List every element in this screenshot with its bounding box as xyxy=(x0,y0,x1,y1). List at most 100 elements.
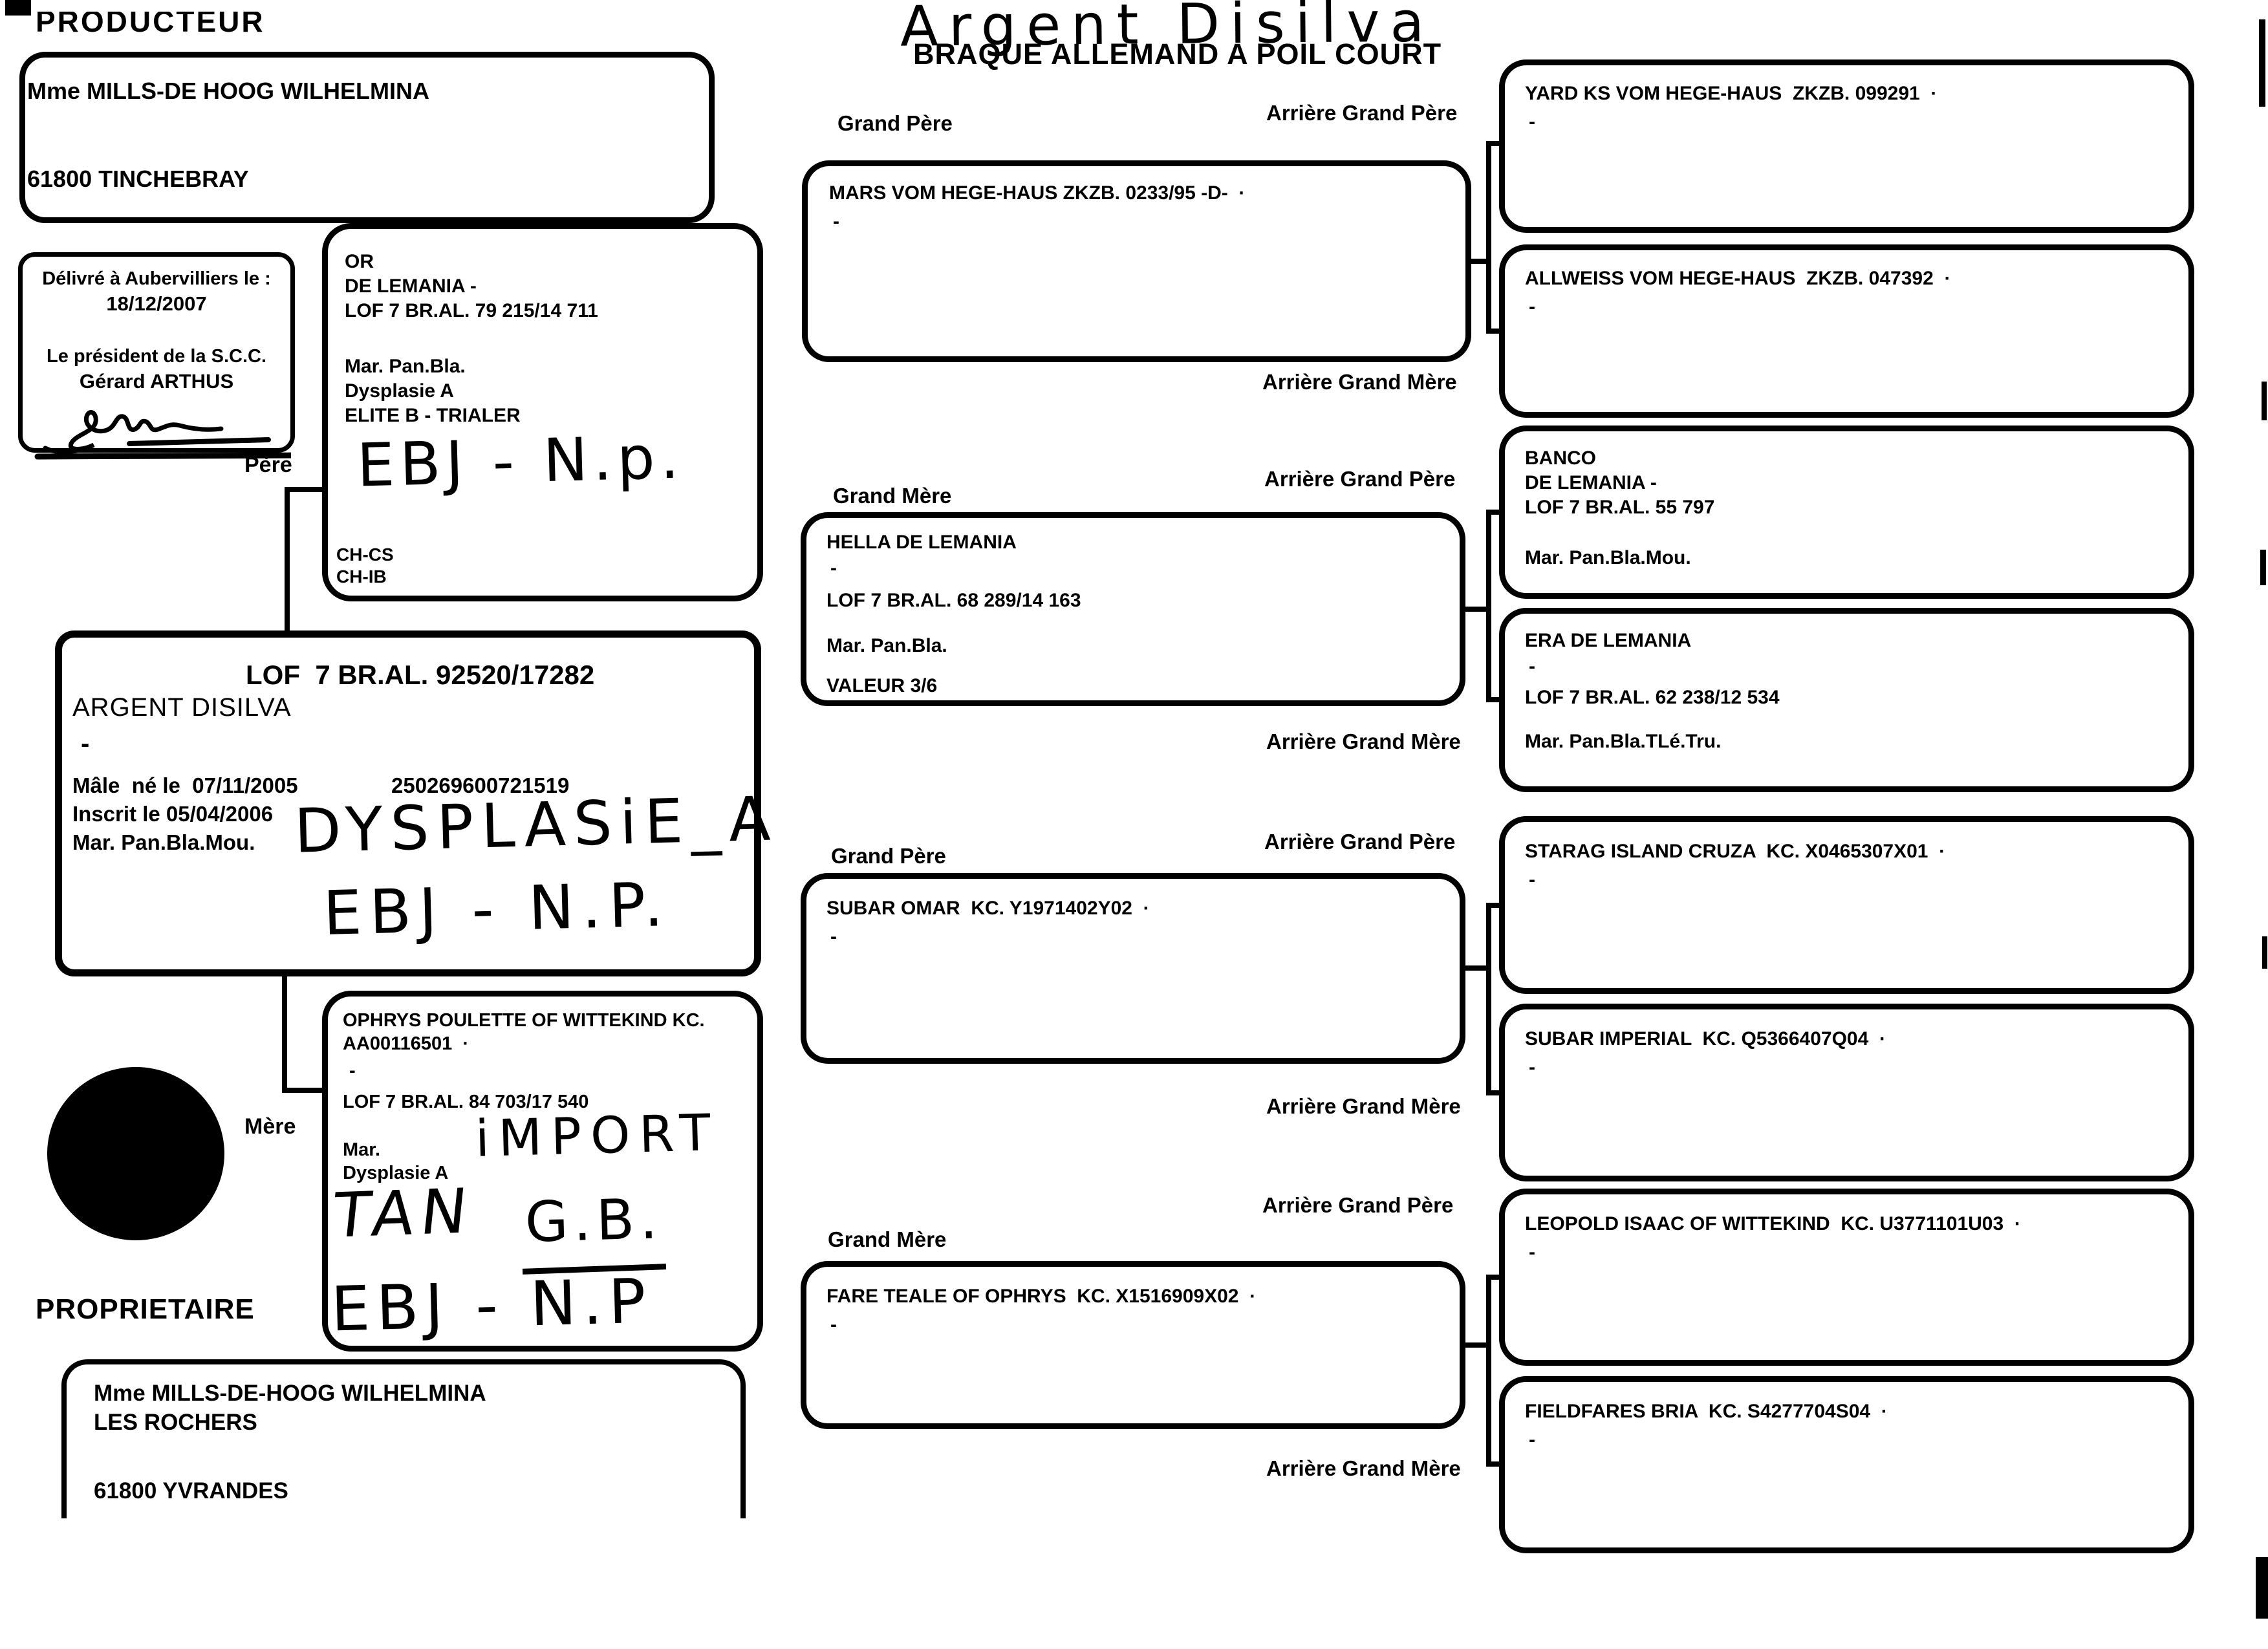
breed-title: BRAQUE ALLEMAND A POIL COURT xyxy=(913,38,1442,70)
dam-handwritten-working: EBJ - N.P xyxy=(330,1266,653,1346)
mere-label: Mère xyxy=(244,1114,296,1139)
scan-artifact-right-1 xyxy=(2259,19,2265,107)
ggp-box-starag xyxy=(1499,816,2194,994)
grandsire-mars-line2: - xyxy=(833,211,839,232)
owner-box xyxy=(61,1359,746,1518)
grandsire-subar-line1: SUBAR OMAR KC. Y1971402Y02 · xyxy=(826,898,1150,919)
ggp-starag-line2: - xyxy=(1529,869,1535,890)
ggp-box-yard xyxy=(1499,59,2194,233)
scan-artifact-bottom-right xyxy=(2256,1557,2268,1619)
granddam-box-hella xyxy=(801,512,1465,706)
certificate-issued-line: Délivré à Aubervilliers le : xyxy=(42,268,271,289)
dam-box xyxy=(322,991,763,1352)
grand-mere-label-2: Grand Mère xyxy=(828,1227,947,1251)
ggp-subar-imperial-line1: SUBAR IMPERIAL KC. Q5366407Q04 · xyxy=(1525,1028,1886,1050)
ggp-allweiss-line1: ALLWEISS VOM HEGE-HAUS ZKZB. 047392 · xyxy=(1525,268,1951,289)
ggp-yard-line1: YARD KS VOM HEGE-HAUS ZKZB. 099291 · xyxy=(1525,83,1938,104)
proprietaire-header: PROPRIETAIRE xyxy=(36,1293,255,1325)
scan-artifact-top-left xyxy=(5,0,31,16)
owner-name: Mme MILLS-DE-HOOG WILHELMINA xyxy=(94,1381,486,1406)
ggp-leopold-line1: LEOPOLD ISAAC OF WITTEKIND KC. U3771101U… xyxy=(1525,1213,2021,1234)
sire-titles: ELITE B - TRIALER xyxy=(345,405,521,426)
dam-handwritten-tan: TAN xyxy=(329,1175,477,1253)
subject-box xyxy=(55,630,761,976)
sire-box xyxy=(322,223,763,601)
producer-name: Mme MILLS-DE HOOG WILHELMINA xyxy=(27,78,429,104)
ggp-box-fieldfares xyxy=(1499,1376,2194,1553)
producteur-header: PRODUCTEUR xyxy=(36,12,265,38)
sire-connector-stub xyxy=(285,487,326,492)
bracket2-child-stub-top xyxy=(1486,510,1503,515)
arriere-grand-pere-label-4: Arrière Grand Père xyxy=(1262,1193,1454,1217)
ggp-banco-lof: LOF 7 BR.AL. 55 797 xyxy=(1525,497,1715,518)
grand-pere-label-2: Grand Père xyxy=(831,844,946,868)
certificate-president-name: Gérard ARTHUS xyxy=(79,370,234,393)
dam-handwritten-gb: G.B. xyxy=(524,1187,664,1255)
grand-pere-label-1: Grand Père xyxy=(837,111,953,135)
sire-handwritten-note: EBJ - N.p. xyxy=(356,422,686,501)
bracket3-child-stub-bottom xyxy=(1486,1090,1503,1095)
arriere-grand-mere-label-1: Arrière Grand Mère xyxy=(1262,370,1457,394)
subject-sex-birth: Mâle né le 07/11/2005 xyxy=(72,773,298,797)
bracket4-child-stub-top xyxy=(1486,1275,1503,1280)
ggp-fieldfares-line1: FIELDFARES BRIA KC. S4277704S04 · xyxy=(1525,1401,1888,1422)
subject-handwritten-dysplasie: DYSPLASiE_A xyxy=(293,784,779,867)
owner-address: 61800 YVRANDES xyxy=(94,1478,288,1503)
granddam-hella-dash: - xyxy=(830,557,837,579)
bracket1-vertical xyxy=(1486,141,1491,334)
sire-connector-line xyxy=(285,487,290,634)
granddam-hella-lof: LOF 7 BR.AL. 68 289/14 163 xyxy=(826,590,1081,611)
arriere-grand-mere-label-4: Arrière Grand Mère xyxy=(1266,1456,1461,1480)
grandsire-box-subar-omar xyxy=(801,873,1465,1064)
subject-dash: - xyxy=(81,729,90,758)
ggp-subar-imperial-line2: - xyxy=(1529,1057,1535,1078)
dam-coat: Mar. xyxy=(343,1139,381,1160)
scan-artifact-right-3 xyxy=(2260,550,2266,585)
certificate-date: 18/12/2007 xyxy=(106,292,207,315)
subject-handwritten-working: EBJ - N.P. xyxy=(322,869,672,950)
sire-name-line1: OR xyxy=(345,251,374,272)
scan-artifact-right-4 xyxy=(2262,936,2267,969)
bracket3-child-stub-top xyxy=(1486,903,1503,908)
producer-box xyxy=(19,52,715,223)
dam-registration: AA00116501 · xyxy=(343,1033,470,1054)
subject-registered: Inscrit le 05/04/2006 xyxy=(72,802,274,826)
sire-name-line2: DE LEMANIA - xyxy=(345,275,477,297)
ggp-box-allweiss xyxy=(1499,244,2194,418)
ggp-box-leopold xyxy=(1499,1189,2194,1366)
certificate-box xyxy=(18,252,295,453)
ggp-box-banco xyxy=(1499,426,2194,599)
ggp-banco-name2: DE LEMANIA - xyxy=(1525,472,1657,493)
ggp-starag-line1: STARAG ISLAND CRUZA KC. X0465307X01 · xyxy=(1525,841,1946,862)
sire-coat: Mar. Pan.Bla. xyxy=(345,356,466,377)
dam-lof-number: LOF 7 BR.AL. 84 703/17 540 xyxy=(343,1092,589,1112)
bracket3-parent-stub xyxy=(1463,965,1491,971)
subject-lof-number: LOF 7 BR.AL. 92520/17282 xyxy=(246,660,595,690)
dam-connector-line xyxy=(282,975,287,1093)
sire-champion-2: CH-IB xyxy=(336,566,387,587)
dam-connector-stub xyxy=(282,1088,325,1093)
dam-handwritten-import: iMPORT xyxy=(474,1104,720,1169)
granddam-fare-line2: - xyxy=(830,1314,837,1335)
ggp-fieldfares-line2: - xyxy=(1529,1429,1535,1450)
subject-coat: Mar. Pan.Bla.Mou. xyxy=(72,830,255,854)
scan-artifact-right-2 xyxy=(2262,382,2267,420)
bracket1-parent-stub xyxy=(1468,259,1491,264)
ggp-era-lof: LOF 7 BR.AL. 62 238/12 534 xyxy=(1525,687,1780,708)
producteur-header-clip: PRODUCTEUR xyxy=(36,12,449,40)
pere-label: Père xyxy=(244,453,292,477)
bracket2-child-stub-bottom xyxy=(1486,697,1503,702)
ggp-leopold-line2: - xyxy=(1529,1242,1535,1263)
bracket4-parent-stub xyxy=(1463,1342,1491,1348)
bracket3-vertical xyxy=(1486,903,1491,1095)
grandsire-mars-line1: MARS VOM HEGE-HAUS ZKZB. 0233/95 -D- · xyxy=(829,182,1246,204)
grandsire-subar-line2: - xyxy=(830,926,837,947)
sire-champion-1: CH-CS xyxy=(336,544,394,565)
ggp-era-coat: Mar. Pan.Bla.TLé.Tru. xyxy=(1525,731,1722,752)
ggp-box-subar-imperial xyxy=(1499,1004,2194,1181)
ggp-banco-coat: Mar. Pan.Bla.Mou. xyxy=(1525,547,1691,568)
ggp-era-dash: - xyxy=(1529,656,1535,677)
dam-name: OPHRYS POULETTE OF WITTEKIND KC. xyxy=(343,1010,705,1031)
ggp-box-era xyxy=(1499,608,2194,792)
